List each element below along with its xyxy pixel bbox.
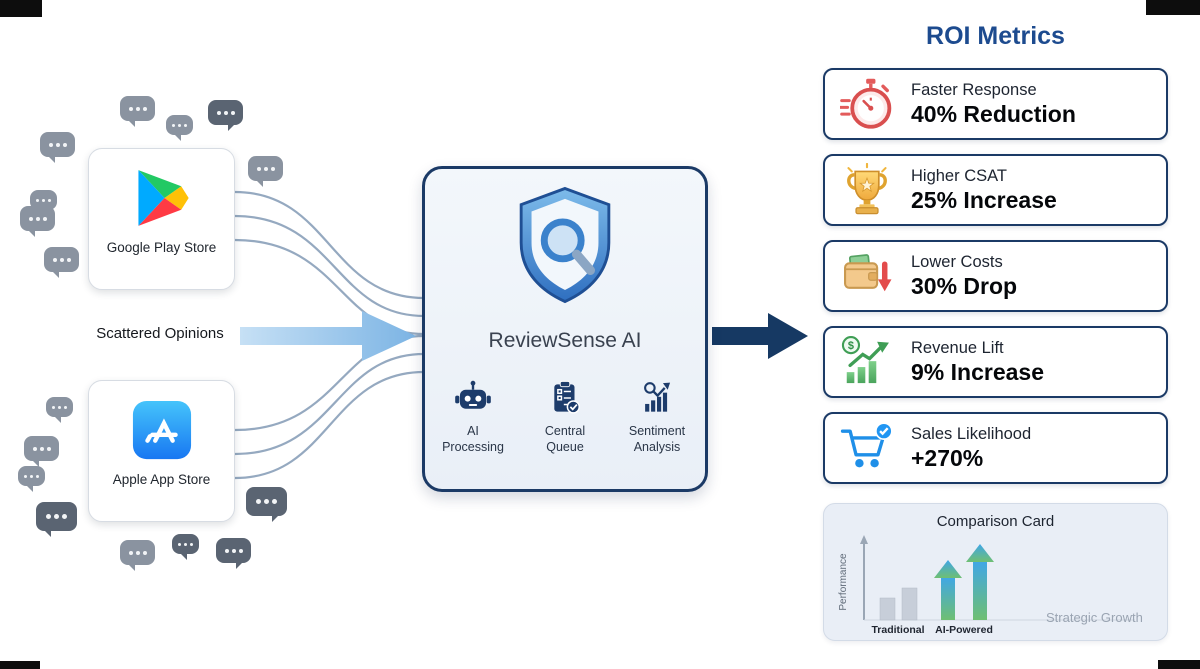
bar-traditional-1 (879, 597, 896, 621)
chat-bubble-icon (46, 397, 73, 423)
corner-mark (0, 0, 42, 17)
chat-bubble-icon (40, 132, 75, 163)
store-label: Google Play Store (106, 240, 217, 255)
feature-label: AI Processing (442, 424, 504, 455)
roi-metrics-title: ROI Metrics (926, 22, 1065, 50)
chat-bubble-icon (246, 487, 287, 522)
stopwatch-icon (839, 76, 895, 132)
revenue-growth-icon: $ (839, 334, 895, 390)
robot-icon (455, 380, 491, 409)
chat-bubble-icon (120, 96, 155, 127)
metric-card-lower-costs: Lower Costs 30% Drop (823, 240, 1168, 312)
chat-bubble-icon (166, 115, 193, 141)
metric-label: Sales Likelihood (911, 424, 1032, 443)
metric-value: 9% Increase (911, 358, 1044, 385)
metric-card-faster-response: Faster Response 40% Reduction (823, 68, 1168, 140)
feature-sentiment-analysis: Sentiment Analysis (619, 379, 695, 456)
metric-value: +270% (911, 444, 984, 471)
corner-mark (0, 661, 40, 669)
chat-bubble-icon (208, 100, 243, 131)
chat-bubble-icon (36, 502, 77, 537)
strategic-growth-annotation: Strategic Growth (1046, 610, 1143, 625)
google-play-store-card: Google Play Store (88, 148, 235, 290)
shopping-cart-icon (839, 420, 895, 476)
feature-ai-processing: AI Processing (435, 379, 511, 456)
metric-card-higher-csat: Higher CSAT 25% Increase (823, 154, 1168, 226)
svg-text:$: $ (848, 340, 854, 352)
reviewsense-ai-card: ReviewSense AI AI Processing (422, 166, 708, 492)
scattered-opinions-label: Scattered Opinions (96, 325, 224, 342)
metric-label: Revenue Lift (911, 338, 1004, 357)
shield-magnifier-icon (519, 186, 611, 304)
feature-row: AI Processing Central Queue (435, 379, 695, 456)
metric-card-revenue-lift: $ Revenue Lift 9% Increase (823, 326, 1168, 398)
trophy-icon (839, 162, 895, 218)
chat-bubble-icon (120, 540, 155, 571)
bar-traditional-2 (901, 587, 918, 621)
clipboard-check-icon (554, 380, 580, 414)
google-play-logo-icon (137, 170, 189, 226)
chat-bubble-icon (18, 466, 45, 492)
chat-bubble-icon (248, 156, 283, 187)
center-title: ReviewSense AI (488, 329, 642, 352)
arrow-ai-powered-1 (934, 560, 962, 620)
arrow-ai-powered-2 (966, 544, 994, 620)
wallet-down-icon (839, 248, 895, 304)
apple-app-store-logo-icon (132, 400, 191, 460)
comparison-card-title: Comparison Card (936, 513, 1055, 530)
comparison-card: Comparison Card Performance Traditional (823, 503, 1168, 641)
metric-value: 30% Drop (911, 272, 1018, 299)
corner-mark (1158, 660, 1200, 669)
metric-card-sales-likelihood: Sales Likelihood +270% (823, 412, 1168, 484)
metric-label: Faster Response (911, 80, 1037, 99)
category-label-traditional: Traditional (871, 624, 924, 636)
corner-mark (1146, 0, 1200, 15)
chat-bubble-icon (44, 247, 79, 278)
metric-label: Lower Costs (911, 252, 1003, 271)
feature-label: Sentiment Analysis (628, 424, 686, 455)
output-flow-arrow (712, 313, 808, 359)
input-flow-arrow (240, 311, 416, 361)
chat-bubble-icon (216, 538, 251, 569)
chat-bubble-icon (20, 206, 55, 237)
metric-value: 25% Increase (911, 186, 1057, 213)
metric-label: Higher CSAT (911, 166, 1007, 185)
feature-label: Central Queue (544, 424, 586, 455)
comparison-chart: Performance Traditional AI-Powered Strat… (838, 535, 1143, 636)
metric-value: 40% Reduction (911, 100, 1076, 127)
feature-central-queue: Central Queue (527, 379, 603, 456)
chat-bubble-icon (24, 436, 59, 467)
comparison-ylabel: Performance (838, 553, 849, 611)
sentiment-chart-icon (644, 382, 671, 412)
chat-bubble-icon (172, 534, 199, 560)
store-label: Apple App Store (112, 472, 211, 487)
apple-app-store-card: Apple App Store (88, 380, 235, 522)
category-label-ai-powered: AI-Powered (935, 624, 993, 636)
